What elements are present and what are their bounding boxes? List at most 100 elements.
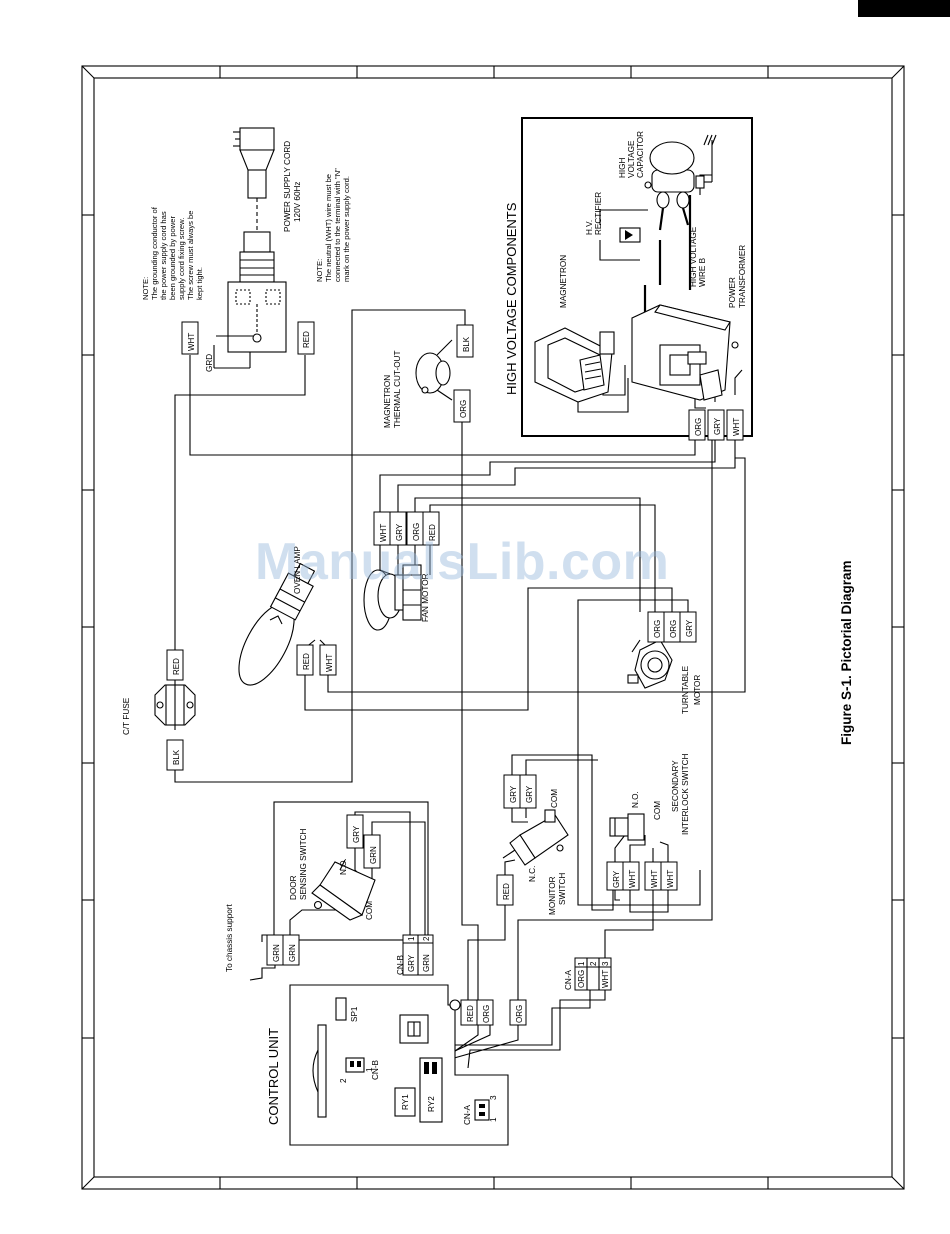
label-cutout-1: MAGNETRON: [383, 375, 392, 428]
tag-fan-org: ORG: [412, 523, 421, 541]
tag-cu-org1: ORG: [482, 1005, 491, 1023]
tag-fan-wht: WHT: [379, 524, 388, 542]
tag-chassis-grn1: GRN: [272, 944, 281, 962]
tag-cna-pin1: 1: [577, 961, 586, 966]
note-ground-line-1: NOTE:: [141, 277, 150, 300]
component-labels: POWER SUPPLY CORD 120V 60Hz GRD C/T FUSE…: [122, 131, 747, 1125]
tag-texts: WHT RED BLK ORG RED BLK RED WHT WHT GRY …: [172, 331, 741, 1023]
secondary-interlock-switch: [609, 813, 645, 841]
label-cnb-connector: CN-B: [396, 954, 405, 975]
tag-sec-wht2: WHT: [650, 870, 659, 888]
tag-cnb-gry: GRY: [407, 954, 416, 972]
magnetron-thermal-cutout: [415, 339, 453, 401]
label-monitor-2: SWITCH: [558, 873, 567, 905]
high-voltage-box: [521, 117, 753, 437]
door-sensing-switch: [273, 801, 429, 941]
note-ground-line-3: the power supply cord has: [159, 211, 168, 300]
label-door-2: SENSING SWITCH: [299, 828, 308, 900]
label-power-cord: POWER SUPPLY CORD: [283, 141, 292, 232]
tag-mon-red: RED: [502, 883, 511, 900]
label-secondary-no: N.O.: [631, 791, 640, 808]
label-rectifier-2: RECTIFIER: [594, 192, 603, 235]
label-door-1: DOOR: [289, 875, 298, 900]
label-transformer-2: TRANSFORMER: [738, 245, 747, 308]
label-cnb-pin2: 2: [339, 1078, 348, 1083]
label-monitor-com: COM: [550, 789, 559, 808]
label-fan-motor: FAN MOTOR: [421, 573, 430, 622]
label-turntable-1: TURNTABLE: [681, 665, 690, 714]
label-secondary-com: COM: [653, 801, 662, 820]
tag-cnb-pin1: 1: [407, 936, 416, 941]
tag-fan-red: RED: [428, 524, 437, 541]
tag-cutout-org: ORG: [459, 400, 468, 418]
label-cutout-2: THERMAL CUT-OUT: [393, 351, 402, 428]
label-rectifier-1: H.V.: [585, 220, 594, 235]
hv-capacitor: [644, 134, 717, 231]
tag-cu-org2: ORG: [515, 1005, 524, 1023]
magnetron-part: [534, 327, 615, 403]
tag-lamp-wht: WHT: [325, 654, 334, 672]
tag-chassis-grn2: GRN: [288, 944, 297, 962]
tag-cna-pin2: 2: [589, 961, 598, 966]
tag-cord-wht: WHT: [187, 333, 196, 351]
note-ground: NOTE: The grounding conductor of the pow…: [141, 206, 204, 300]
tag-fuse-red: RED: [172, 658, 181, 675]
tag-fan-gry: GRY: [395, 523, 404, 541]
label-ry1: RY1: [401, 1094, 410, 1110]
tag-fuse-blk: BLK: [172, 749, 181, 765]
note-neutral-line-3: connected to the terminal with "N": [333, 168, 342, 282]
note-ground-line-5: supply cord fixing screw.: [177, 218, 186, 300]
label-ry2: RY2: [427, 1096, 436, 1112]
label-cna-board: CN-A: [463, 1104, 472, 1125]
label-cna-pin1: 1: [489, 1117, 498, 1122]
tag-cna-pin3: 3: [601, 961, 610, 966]
tag-hv-org: ORG: [694, 418, 703, 436]
label-sp1: SP1: [350, 1006, 359, 1022]
power-supply-cord: [213, 127, 287, 369]
tag-door-grn: GRN: [369, 846, 378, 864]
label-control-unit: CONTROL UNIT: [266, 1028, 281, 1125]
tag-cutout-blk: BLK: [462, 336, 471, 352]
turntable-motor: [627, 639, 673, 689]
label-capacitor-3: CAPACITOR: [636, 131, 645, 178]
label-grd: GRD: [205, 354, 214, 372]
control-unit: [289, 984, 509, 1146]
label-door-com: COM: [365, 901, 374, 920]
label-cna-connector: CN-A: [564, 969, 573, 990]
label-cnb-pin1: 1: [365, 1067, 374, 1072]
note-ground-line-2: The grounding conductor of: [150, 206, 159, 300]
tag-cord-red: RED: [302, 331, 311, 348]
tag-cnb-grn: GRN: [422, 954, 431, 972]
note-neutral-line-4: mark on the power supply cord.: [342, 176, 351, 282]
label-monitor-1: MONITOR: [548, 876, 557, 915]
ct-fuse: [154, 680, 196, 730]
label-hvwire-1: HIGH VOLTAGE: [689, 226, 698, 287]
tag-sec-gry: GRY: [612, 870, 621, 888]
tag-mon-gry2: GRY: [525, 785, 534, 803]
tag-tt-org2: ORG: [669, 620, 678, 638]
fan-motor: [363, 564, 422, 631]
tag-cna-org: ORG: [577, 970, 586, 988]
label-magnetron: MAGNETRON: [559, 255, 568, 308]
monitor-switch: [502, 809, 569, 866]
label-hvwire-2: WIRE B: [698, 257, 707, 287]
label-capacitor-1: HIGH: [618, 157, 627, 178]
label-cna-pin3: 3: [489, 1095, 498, 1100]
tag-cna-wht: WHT: [601, 970, 610, 988]
label-chassis: To chassis support: [225, 903, 234, 972]
label-cnb-board: CN-B: [371, 1059, 380, 1080]
note-neutral: NOTE: The neutral (WHT) wire must be con…: [315, 168, 351, 282]
oven-lamp: [238, 562, 316, 686]
corner-tab: [858, 0, 950, 17]
tag-cu-red: RED: [466, 1005, 475, 1022]
label-monitor-nc: N.C.: [528, 866, 537, 882]
label-capacitor-2: VOLTAGE: [627, 140, 636, 178]
tag-cnb-pin2: 2: [422, 936, 431, 941]
note-neutral-line-2: The neutral (WHT) wire must be: [324, 174, 333, 282]
tag-lamp-red: RED: [302, 653, 311, 670]
label-secondary-1: SECONDARY: [671, 760, 680, 812]
tag-door-gry: GRY: [352, 825, 361, 843]
label-secondary-2: INTERLOCK SWITCH: [681, 753, 690, 835]
note-ground-line-7: kept tight.: [195, 267, 204, 300]
